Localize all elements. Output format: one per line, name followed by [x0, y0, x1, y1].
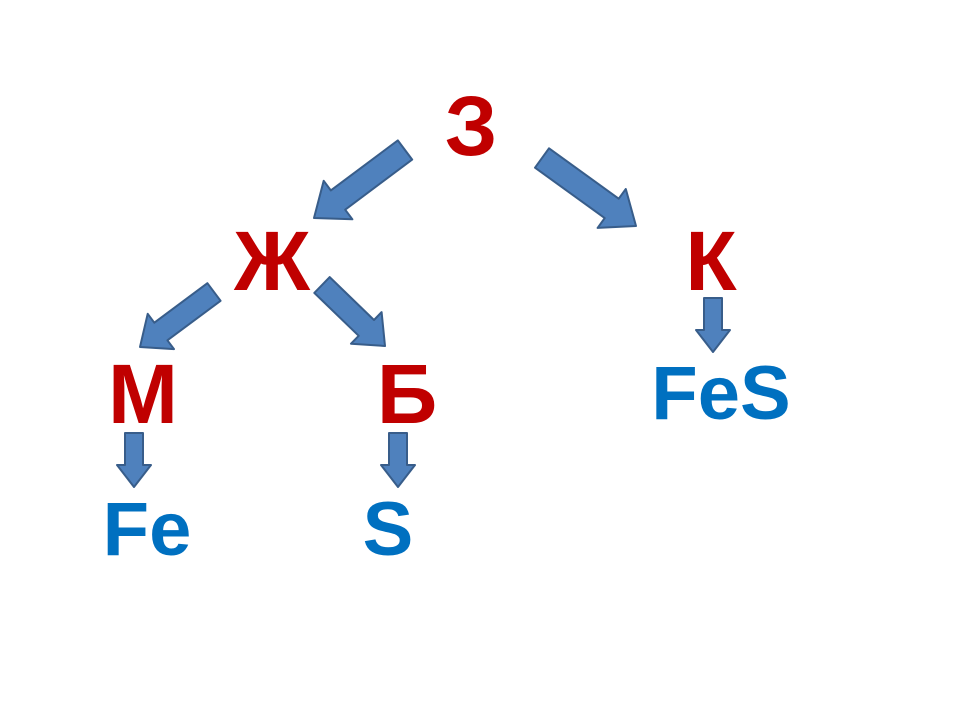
node-s: S	[362, 487, 414, 572]
arrow-z-to-zh	[313, 139, 414, 221]
arrow-m-to-fe	[116, 432, 152, 488]
arrow-b-to-s	[380, 432, 416, 488]
arrow-z-to-k	[534, 147, 637, 229]
node-m: М	[108, 347, 178, 441]
node-z: З	[444, 79, 498, 173]
arrow-k-to-fes	[695, 297, 731, 353]
node-k: К	[685, 214, 737, 308]
arrow-zh-to-b	[313, 276, 386, 347]
node-b: Б	[376, 347, 438, 441]
node-fe: Fe	[102, 487, 192, 572]
arrow-zh-to-m	[139, 282, 222, 351]
node-fes: FeS	[651, 351, 791, 436]
node-zh: Ж	[234, 214, 310, 308]
